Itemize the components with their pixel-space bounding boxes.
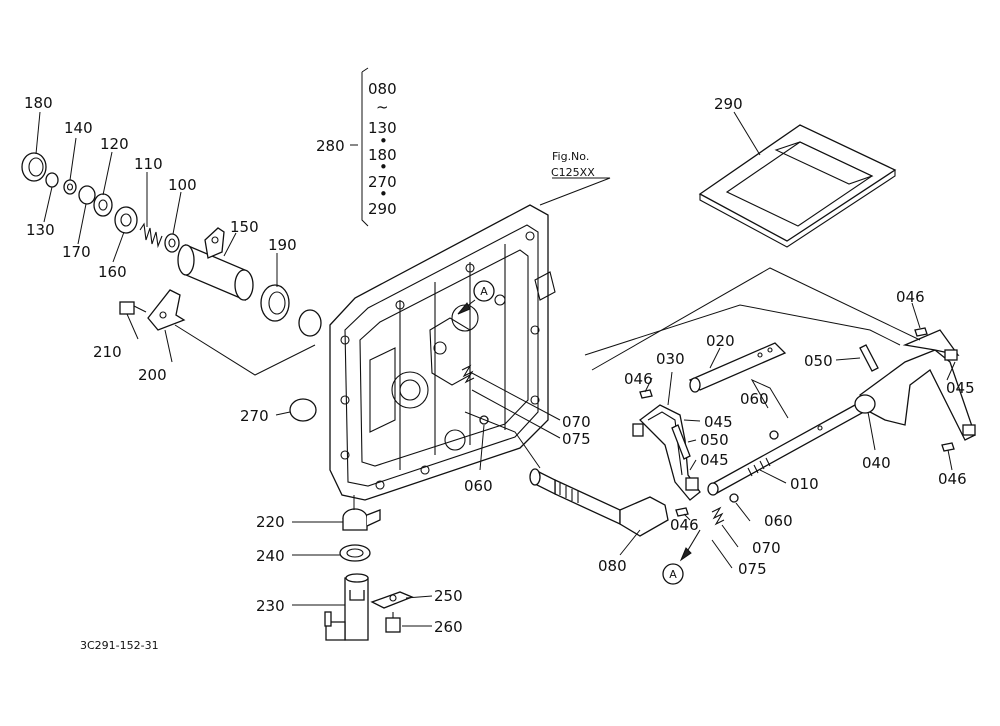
kit-line-3: 130 <box>368 119 397 137</box>
view-ref-label-lower: A <box>669 568 677 581</box>
lever-220 <box>342 508 381 531</box>
fork-030 <box>632 404 701 501</box>
label-160: 160 <box>98 263 127 281</box>
label-170: 170 <box>62 243 91 261</box>
shaft-080 <box>529 468 669 537</box>
label-060-mid: 060 <box>740 390 769 408</box>
label-120: 120 <box>100 135 129 153</box>
label-110: 110 <box>134 155 163 173</box>
plate-250 <box>370 591 414 609</box>
label-010: 010 <box>790 475 819 493</box>
kit-line-4: • <box>379 132 388 150</box>
spring-110 <box>139 222 163 249</box>
label-220: 220 <box>256 513 285 531</box>
springs-070 <box>461 364 725 526</box>
bolt-260 <box>385 612 401 633</box>
label-270: 270 <box>240 407 269 425</box>
bolt-210 <box>119 301 147 315</box>
manual-part <box>698 124 897 248</box>
kit-line-6: • <box>379 158 388 176</box>
label-190: 190 <box>268 236 297 254</box>
view-ref-marker-upper: A <box>473 280 495 302</box>
fork-040 <box>854 329 976 441</box>
label-100: 100 <box>168 176 197 194</box>
label-070-right: 070 <box>752 539 781 557</box>
label-140: 140 <box>64 119 93 137</box>
label-045-b: 045 <box>700 451 729 469</box>
label-045-a: 045 <box>704 413 733 431</box>
label-210: 210 <box>93 343 122 361</box>
kit-line-7: 270 <box>368 173 397 191</box>
collar-160 <box>93 193 113 217</box>
label-070-left: 070 <box>562 413 591 431</box>
seal-190 <box>260 284 290 322</box>
drawing-code: 3C291-152-31 <box>80 639 159 652</box>
label-200: 200 <box>138 366 167 384</box>
kit-line-2: ~ <box>376 98 389 116</box>
bush-near-case <box>298 309 322 337</box>
kit-line-8: • <box>379 185 388 203</box>
seal-180 <box>21 152 47 182</box>
label-046-c: 046 <box>896 288 925 306</box>
label-046-d: 046 <box>938 470 967 488</box>
washer-140 <box>63 179 77 195</box>
bearing-120 <box>114 206 138 234</box>
pins-050 <box>671 344 879 460</box>
view-ref-marker-lower: A <box>662 563 684 585</box>
label-060-left: 060 <box>464 477 493 495</box>
label-075-right: 075 <box>738 560 767 578</box>
label-180: 180 <box>24 94 53 112</box>
label-150: 150 <box>230 218 259 236</box>
label-240: 240 <box>256 547 285 565</box>
shaft-020 <box>688 342 787 393</box>
label-250: 250 <box>434 587 463 605</box>
view-ref-label-upper: A <box>480 285 488 298</box>
label-050-b: 050 <box>804 352 833 370</box>
label-030: 030 <box>656 350 685 368</box>
label-046-b: 046 <box>670 516 699 534</box>
seal-240 <box>339 544 371 562</box>
label-060-right: 060 <box>764 512 793 530</box>
label-045-c: 045 <box>946 379 975 397</box>
transmission-case <box>329 204 556 501</box>
shaft-230 <box>324 573 369 641</box>
view-arrows <box>457 299 701 562</box>
pins-046 <box>639 327 955 517</box>
lever-200 <box>147 289 186 331</box>
label-130: 130 <box>26 221 55 239</box>
label-230: 230 <box>256 597 285 615</box>
label-020: 020 <box>706 332 735 350</box>
circlip-170 <box>78 185 96 205</box>
shaft-150 <box>177 227 254 301</box>
kit-line-5: 180 <box>368 146 397 164</box>
plug-270 <box>289 398 317 422</box>
label-080: 080 <box>598 557 627 575</box>
label-046-a: 046 <box>624 370 653 388</box>
fig-no-value: C125XX <box>551 166 595 179</box>
kit-line-1: 080 <box>368 80 397 98</box>
part-labels: 180 140 120 110 100 130 170 160 150 190 … <box>24 80 975 652</box>
nut-130 <box>45 172 59 188</box>
label-290: 290 <box>714 95 743 113</box>
label-075-left: 075 <box>562 430 591 448</box>
washer-100 <box>164 233 180 253</box>
fig-no-label: Fig.No. <box>552 150 589 163</box>
label-280: 280 <box>316 137 345 155</box>
balls-060 <box>479 415 779 503</box>
leader-lines <box>35 67 956 627</box>
kit-line-9: 290 <box>368 200 397 218</box>
label-260: 260 <box>434 618 463 636</box>
label-040: 040 <box>862 454 891 472</box>
label-050-a: 050 <box>700 431 729 449</box>
